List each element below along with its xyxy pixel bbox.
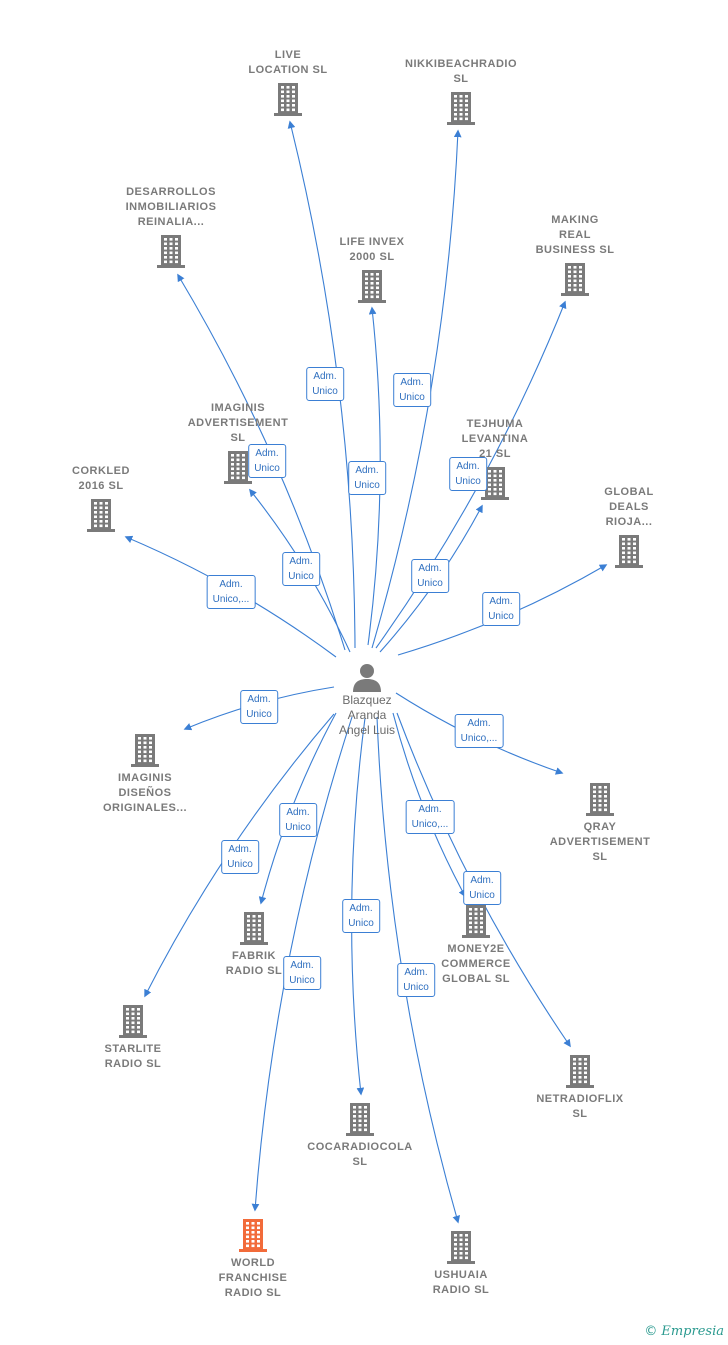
building-icon [224,451,252,484]
company-name: MAKING REAL BUSINESS SL [535,214,615,256]
company-name: COCARADIOCOLA SL [307,1141,413,1168]
company-name: NIKKIBEACHRADIO SL [405,58,517,85]
building-icon [346,1103,374,1136]
person-name: Blazquez Aranda Angel Luis [338,693,396,737]
building-icon [240,912,268,945]
company-node-fabrik[interactable]: FABRIK RADIO SL [189,911,319,979]
company-node-qray[interactable]: QRAY ADVERTISEMENT SL [535,782,665,865]
company-node-money2e[interactable]: MONEY2E COMMERCE GLOBAL SL [411,904,541,987]
company-node-nikkibeachradio[interactable]: NIKKIBEACHRADIO SL [396,57,526,125]
relation-badge-nikkibeachradio[interactable]: Adm. Unico [393,373,431,407]
company-name: STARLITE RADIO SL [104,1043,162,1070]
company-node-desarrollos[interactable]: DESARROLLOS INMOBILIARIOS REINALIA... [106,185,236,268]
building-icon [481,467,509,500]
company-name: MONEY2E COMMERCE GLOBAL SL [441,943,511,985]
building-icon [274,83,302,116]
building-icon [447,1231,475,1264]
company-name: IMAGINIS ADVERTISEMENT SL [187,402,289,444]
company-node-live-location[interactable]: LIVE LOCATION SL [223,48,353,116]
relation-badge-corkled[interactable]: Adm. Unico,... [206,575,256,609]
relation-badge-life-invex[interactable]: Adm. Unico [348,461,386,495]
relation-badge-cocaradiocola[interactable]: Adm. Unico [342,899,380,933]
relation-badge-qray[interactable]: Adm. Unico,... [454,714,504,748]
building-icon [447,92,475,125]
company-node-life-invex[interactable]: LIFE INVEX 2000 SL [307,235,437,303]
relation-badge-live-location[interactable]: Adm. Unico [306,367,344,401]
building-icon [131,734,159,767]
brand-footer: ©Empresia [644,1324,724,1339]
building-icon [239,1219,267,1252]
relation-badge-imaginis-adv[interactable]: Adm. Unico [282,552,320,586]
company-node-making-real[interactable]: MAKING REAL BUSINESS SL [510,213,640,296]
company-name: LIFE INVEX 2000 SL [339,236,405,263]
building-icon [119,1005,147,1038]
company-name: CORKLED 2016 SL [72,465,130,492]
person-icon [353,664,381,692]
building-icon [561,263,589,296]
company-name: TEJHUMA LEVANTINA 21 SL [461,418,529,460]
company-name: LIVE LOCATION SL [248,49,328,76]
relation-badge-money2e[interactable]: Adm. Unico,... [405,800,455,834]
building-icon [358,270,386,303]
building-icon [157,235,185,268]
company-node-ushuaia[interactable]: USHUAIA RADIO SL [396,1230,526,1298]
company-name: WORLD FRANCHISE RADIO SL [218,1257,288,1299]
relation-badge-fabrik[interactable]: Adm. Unico [279,803,317,837]
relation-badge-imaginis-dis[interactable]: Adm. Unico [240,690,278,724]
building-icon [87,499,115,532]
building-icon [566,1055,594,1088]
company-node-cocaradiocola[interactable]: COCARADIOCOLA SL [295,1102,425,1170]
company-node-global-deals[interactable]: GLOBAL DEALS RIOJA... [564,485,694,568]
copyright-symbol: © [644,1324,658,1339]
relation-badge-world-franchise[interactable]: Adm. Unico [283,956,321,990]
relation-badge-netradioflix[interactable]: Adm. Unico [463,871,501,905]
company-name: IMAGINIS DISEÑOS ORIGINALES... [102,772,188,814]
company-name: GLOBAL DEALS RIOJA... [604,486,654,528]
relation-badge-making-real[interactable]: Adm. Unico [449,457,487,491]
company-name: USHUAIA RADIO SL [432,1269,490,1296]
brand-logo: Empresia [661,1324,724,1339]
company-node-tejhuma[interactable]: TEJHUMA LEVANTINA 21 SL [430,417,560,500]
building-icon [615,535,643,568]
company-name: FABRIK RADIO SL [225,950,283,977]
building-icon [586,783,614,816]
person-node[interactable]: Blazquez Aranda Angel Luis [307,661,427,738]
relation-badge-global-deals[interactable]: Adm. Unico [482,592,520,626]
relation-badge-ushuaia[interactable]: Adm. Unico [397,963,435,997]
relation-badge-desarrollos[interactable]: Adm. Unico [248,444,286,478]
company-name: QRAY ADVERTISEMENT SL [549,821,651,863]
relation-badge-starlite[interactable]: Adm. Unico [221,840,259,874]
building-icon [462,905,490,938]
company-node-imaginis-dis[interactable]: IMAGINIS DISEÑOS ORIGINALES... [80,733,210,816]
company-name: NETRADIOFLIX SL [536,1093,624,1120]
company-name: DESARROLLOS INMOBILIARIOS REINALIA... [125,186,217,228]
company-node-world-franchise[interactable]: WORLD FRANCHISE RADIO SL [188,1218,318,1301]
company-node-netradioflix[interactable]: NETRADIOFLIX SL [515,1054,645,1122]
company-node-starlite[interactable]: STARLITE RADIO SL [68,1004,198,1072]
company-node-imaginis-adv[interactable]: IMAGINIS ADVERTISEMENT SL [173,401,303,484]
relation-badge-tejhuma[interactable]: Adm. Unico [411,559,449,593]
company-node-corkled[interactable]: CORKLED 2016 SL [36,464,166,532]
